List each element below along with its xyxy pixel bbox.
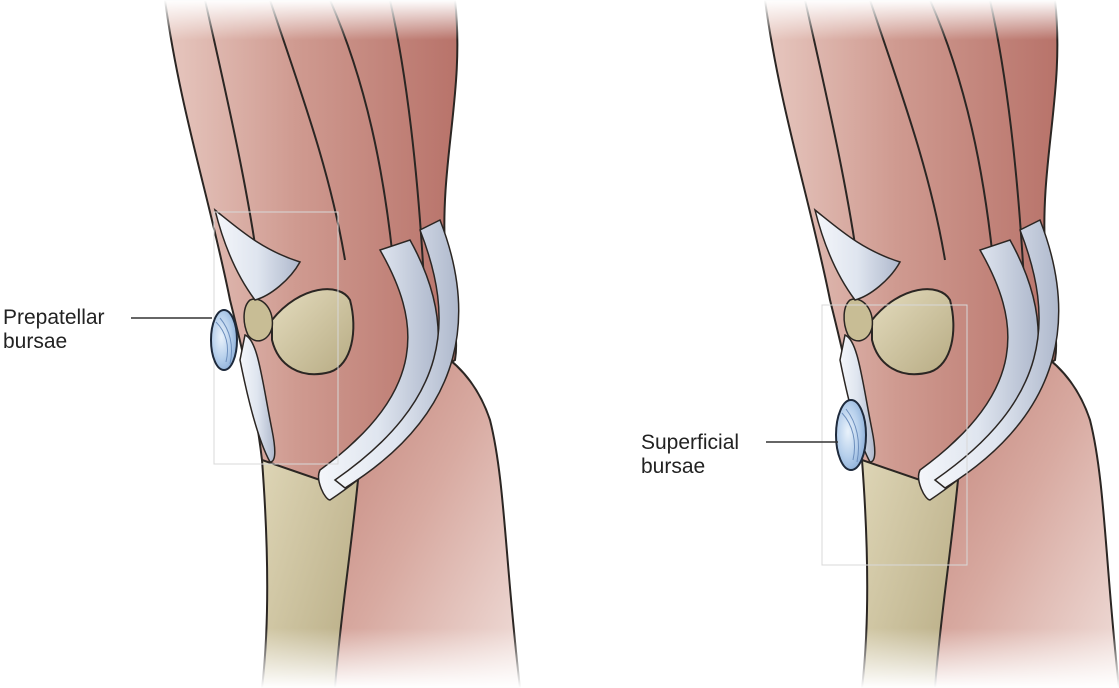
prepatellar-label-line2: bursae — [3, 330, 67, 353]
right-knee-illustration — [765, 0, 1119, 688]
prepatellar-label-line1: Prepatellar — [3, 306, 105, 329]
top-fade — [0, 0, 1119, 40]
left-knee-illustration — [131, 0, 520, 688]
superficial-label-line2: bursae — [641, 455, 705, 478]
bottom-fade — [0, 628, 1119, 688]
superficial-label-line1: Superficial — [641, 431, 739, 454]
left-prepatellar-bursa — [211, 310, 237, 370]
right-superficial-bursa — [836, 400, 866, 470]
